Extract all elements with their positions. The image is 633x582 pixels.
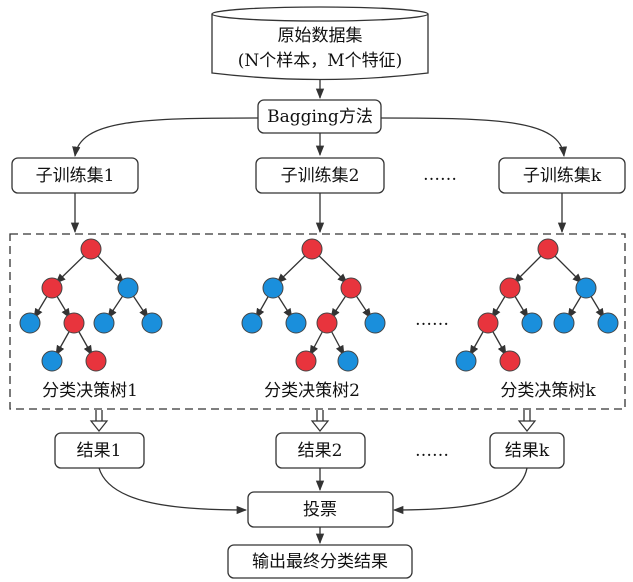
result-label-1: 结果1: [77, 441, 122, 461]
source-subtitle: (N个样本，M个特征): [238, 51, 403, 71]
bagging-method-label: Bagging方法: [267, 107, 373, 127]
decision-tree-2: [241, 238, 386, 372]
result-box-2: 结果2: [275, 432, 366, 469]
vote-box: 投票: [247, 491, 394, 528]
result-box-k: 结果k: [489, 432, 565, 469]
result-box-1: 结果1: [54, 432, 145, 469]
tree-label-1: 分类决策树1: [42, 381, 138, 401]
arrow-result-1-to-vote: [98, 467, 248, 515]
result-ellipsis: ……: [415, 441, 449, 461]
bagging-method-box: Bagging方法: [257, 99, 382, 134]
result-label-2: 结果2: [298, 441, 343, 461]
forest-dashed-frame: [9, 233, 626, 410]
subset-ellipsis: ……: [423, 165, 457, 185]
vote-label: 投票: [303, 500, 337, 520]
hollow-arrow-1: [89, 410, 109, 432]
arrow-result-k-to-vote: [392, 467, 528, 515]
arrow-bagging-to-subset-k: [380, 117, 568, 158]
subset-box-k: 子训练集k: [498, 157, 626, 194]
tree-label-k: 分类决策树k: [500, 381, 596, 401]
decision-tree-k: [455, 238, 619, 372]
tree-label-2: 分类决策树2: [264, 381, 360, 401]
hollow-arrow-k: [517, 410, 537, 432]
subset-box-1: 子训练集1: [11, 157, 139, 194]
result-label-k: 结果k: [505, 441, 550, 461]
source-title: 原始数据集: [278, 26, 363, 46]
arrow-bagging-to-subset-1: [72, 117, 259, 158]
output-box: 输出最终分类结果: [227, 544, 413, 579]
subset-box-2: 子训练集2: [255, 157, 385, 194]
subset-label-2: 子训练集2: [281, 166, 360, 186]
tree-ellipsis: ……: [415, 310, 449, 330]
source-dataset-cylinder: 原始数据集 (N个样本，M个特征): [211, 6, 429, 81]
subset-label-k: 子训练集k: [523, 166, 602, 186]
hollow-arrow-2: [310, 410, 330, 432]
output-label: 输出最终分类结果: [252, 552, 388, 572]
decision-tree-1: [19, 238, 163, 372]
subset-label-1: 子训练集1: [36, 166, 115, 186]
